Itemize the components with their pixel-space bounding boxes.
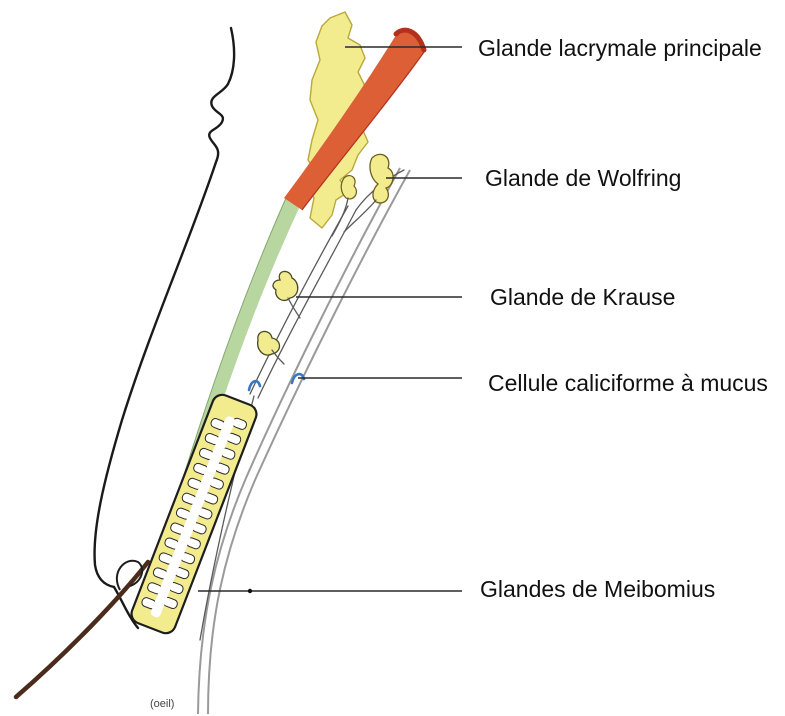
label-krause-gland: Glande de Krause [490,284,675,310]
goblet-cells [249,374,304,390]
krause-gland-lobe-lower [258,331,280,355]
label-eye: (oeil) [150,698,174,710]
krause-gland-lobe-upper [273,271,298,300]
label-goblet-cell: Cellule caliciforme à mucus [488,370,768,396]
eyelash [16,562,148,697]
wolfring-gland-lobe-small [341,176,356,199]
label-meibomian-glands: Glandes de Meibomius [480,576,715,602]
leader-meibomian-dot [248,589,252,593]
label-lacrimal-gland: Glande lacrymale principale [478,35,762,61]
krause-gland-duct-lower [272,350,284,364]
label-wolfring-gland: Glande de Wolfring [485,165,681,191]
meibomian-gland [129,392,260,636]
